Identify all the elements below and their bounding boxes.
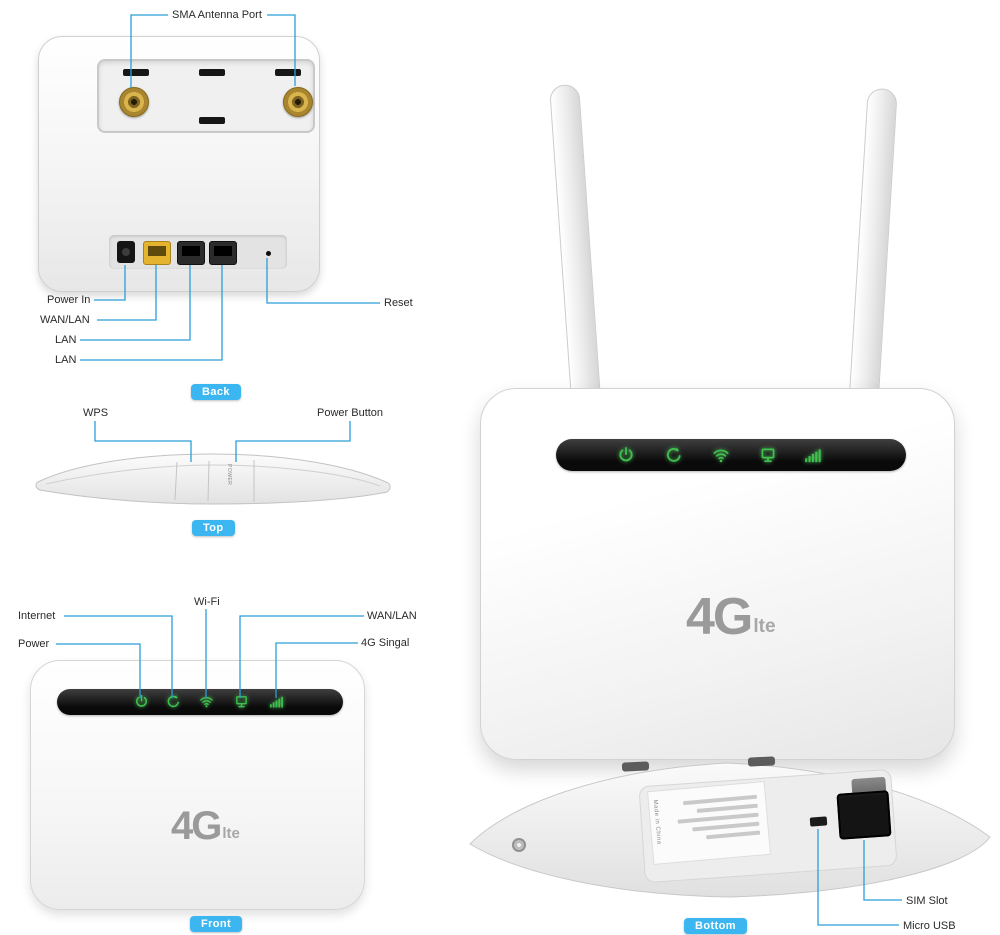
badge-top: Top: [192, 520, 235, 536]
label-4g-signal: 4G Singal: [361, 637, 410, 649]
label-reset: Reset: [384, 297, 413, 309]
label-sma-antenna-port: SMA Antenna Port: [172, 9, 262, 21]
signal-led-icon: [804, 446, 822, 464]
logo-text-sub: lte: [753, 616, 776, 638]
label-wps: WPS: [83, 407, 109, 419]
logo-text-main: 4G: [686, 588, 753, 646]
logo-4g-lte: 4G lte: [171, 804, 240, 848]
screw: [512, 838, 526, 852]
label-wan-lan: WAN/LAN: [40, 314, 90, 326]
lan-port-1: [177, 241, 205, 265]
vent-slot: [199, 69, 225, 76]
router-front-view: 4G lte: [30, 660, 365, 910]
router-main-view: 4G lte: [480, 388, 955, 760]
button-separator: [174, 461, 178, 501]
power-in-port: [117, 241, 135, 263]
info-sticker: Made in China: [646, 780, 772, 866]
wifi-led-icon: [712, 446, 730, 464]
label-power: Power: [18, 638, 50, 650]
router-top-view: [35, 453, 391, 505]
badge-back: Back: [191, 384, 241, 400]
power-button-text: POWER: [226, 464, 232, 486]
rubber-foot: [747, 756, 776, 767]
badge-front: Front: [190, 916, 243, 932]
antenna-right: [848, 87, 898, 413]
sticker-text-line: [692, 821, 760, 832]
internet-led-icon: [665, 446, 683, 464]
lan-port-2: [209, 241, 237, 265]
logo-text-main: 4G: [171, 804, 222, 848]
sma-connector-right: [283, 87, 313, 117]
top-seam: [45, 464, 381, 487]
antenna-left: [549, 83, 602, 416]
micro-usb-port: [809, 816, 828, 827]
sma-connector-left: [119, 87, 149, 117]
label-wifi: Wi-Fi: [194, 596, 220, 608]
sticker-text-line: [683, 794, 758, 806]
led-strip: [57, 689, 343, 715]
logo-4g-lte: 4G lte: [686, 588, 776, 646]
made-in-china-text: Made in China: [651, 799, 662, 845]
wifi-led-icon: [199, 694, 214, 709]
rubber-foot: [621, 761, 650, 772]
sticker-text-line: [706, 830, 761, 840]
label-lan-1: LAN: [55, 334, 77, 346]
power-led-icon: [134, 694, 149, 709]
sticker-text-line: [696, 803, 758, 814]
label-power-in: Power In: [47, 294, 91, 306]
label-lan-2: LAN: [55, 354, 77, 366]
router-back-view: [38, 36, 320, 292]
lan-led-icon: [234, 694, 249, 709]
antenna-recess-panel: [97, 59, 315, 133]
led-strip: [556, 439, 906, 471]
button-separator: [207, 460, 210, 502]
vent-slot: [123, 69, 149, 76]
label-wan-lan-led: WAN/LAN: [367, 610, 417, 622]
lan-led-icon: [759, 446, 777, 464]
label-internet: Internet: [18, 610, 56, 622]
vent-slot: [275, 69, 301, 76]
sim-slot: [836, 790, 892, 840]
signal-led-icon: [269, 694, 284, 709]
top-body-shape: [35, 453, 391, 505]
wan-lan-port: [143, 241, 171, 265]
power-led-icon: [617, 446, 635, 464]
label-power-button: Power Button: [317, 407, 384, 419]
logo-text-sub: lte: [222, 825, 240, 842]
reset-pinhole: [266, 251, 271, 256]
internet-led-icon: [166, 694, 181, 709]
label-micro-usb: Micro USB: [903, 920, 956, 932]
vent-slot: [199, 117, 225, 124]
badge-bottom: Bottom: [684, 918, 747, 934]
label-sim-slot: SIM Slot: [906, 895, 948, 907]
